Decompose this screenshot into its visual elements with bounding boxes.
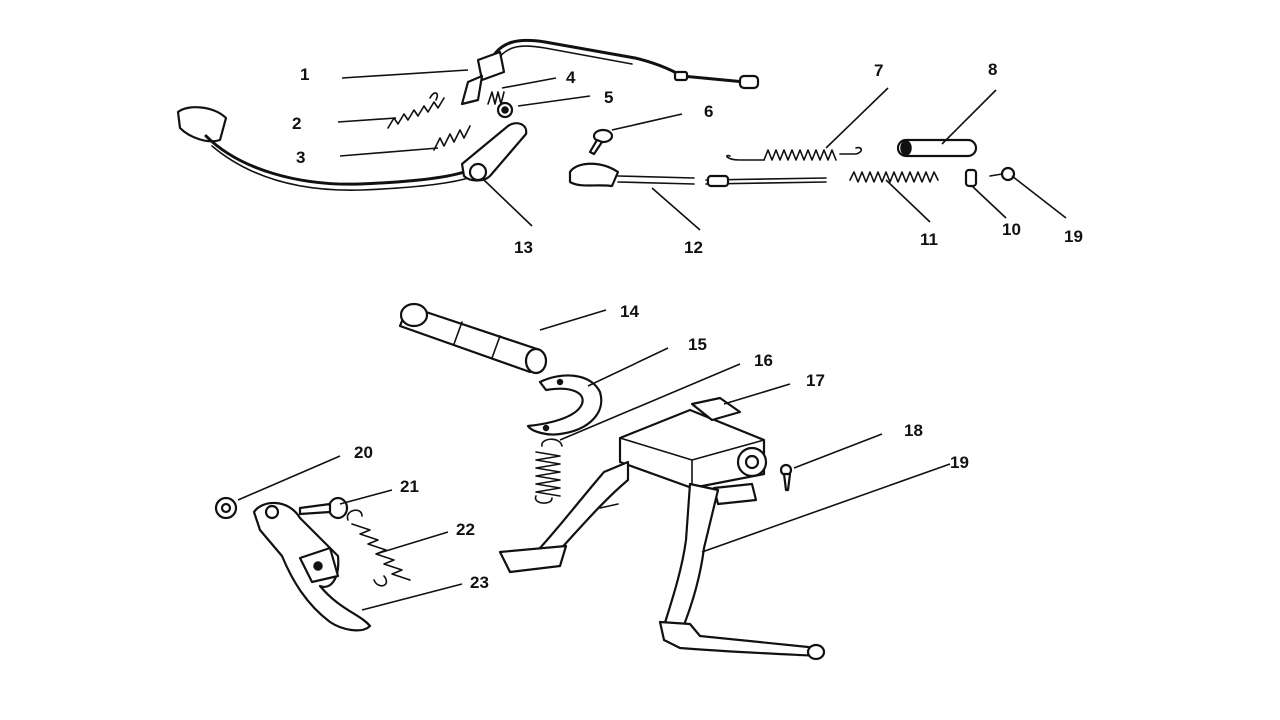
part-12-brake-cable — [568, 162, 827, 188]
part-4-small-spring — [487, 91, 505, 105]
callout-labels: 1 2 3 4 5 6 7 8 11 10 19 12 13 14 15 16 … — [292, 60, 1083, 592]
callout-20: 20 — [354, 443, 373, 462]
callout-13: 13 — [514, 238, 533, 257]
leader-lines — [237, 69, 1067, 611]
callout-15: 15 — [688, 335, 707, 354]
callout-5: 5 — [604, 88, 613, 107]
callout-22: 22 — [456, 520, 475, 539]
part-15-curved-plate — [526, 374, 603, 436]
callout-19-lower: 19 — [950, 453, 969, 472]
callout-2: 2 — [292, 114, 301, 133]
callout-3: 3 — [296, 148, 305, 167]
part-6-bolt — [588, 128, 614, 156]
callout-1: 1 — [300, 65, 309, 84]
callout-16: 16 — [754, 351, 773, 370]
part-11-spring — [849, 171, 939, 183]
callout-8: 8 — [988, 60, 997, 79]
callout-6: 6 — [704, 102, 713, 121]
part-7-long-spring — [726, 146, 863, 161]
part-3-spring — [433, 125, 471, 151]
callout-18: 18 — [904, 421, 923, 440]
callout-14: 14 — [620, 302, 639, 321]
part-2-return-spring — [387, 92, 445, 129]
part-23-side-stand — [252, 501, 372, 632]
callout-11: 11 — [920, 230, 938, 249]
part-20-washer — [214, 496, 238, 520]
part-10-nut — [964, 168, 978, 188]
callout-12: 12 — [684, 238, 703, 257]
part-14-pivot-shaft — [398, 302, 548, 375]
part-13-brake-pedal — [176, 106, 528, 191]
callout-10: 10 — [1002, 220, 1021, 239]
part-22-side-stand-spring — [346, 509, 411, 587]
callout-7: 7 — [874, 61, 883, 80]
callout-4: 4 — [566, 68, 576, 87]
callout-19-upper: 19 — [1064, 227, 1083, 246]
part-19-clip-upper — [989, 166, 1016, 182]
callout-23: 23 — [470, 573, 489, 592]
part-18-pin — [779, 463, 793, 492]
callout-17: 17 — [806, 371, 825, 390]
part-1-brake-rod — [460, 38, 760, 106]
callout-21: 21 — [400, 477, 419, 496]
part-5-washer — [496, 101, 514, 119]
part-21-bolt — [298, 496, 349, 520]
part-8-sleeve — [896, 138, 978, 158]
part-17-main-stand — [498, 396, 826, 661]
part-16-stand-spring — [534, 438, 563, 504]
